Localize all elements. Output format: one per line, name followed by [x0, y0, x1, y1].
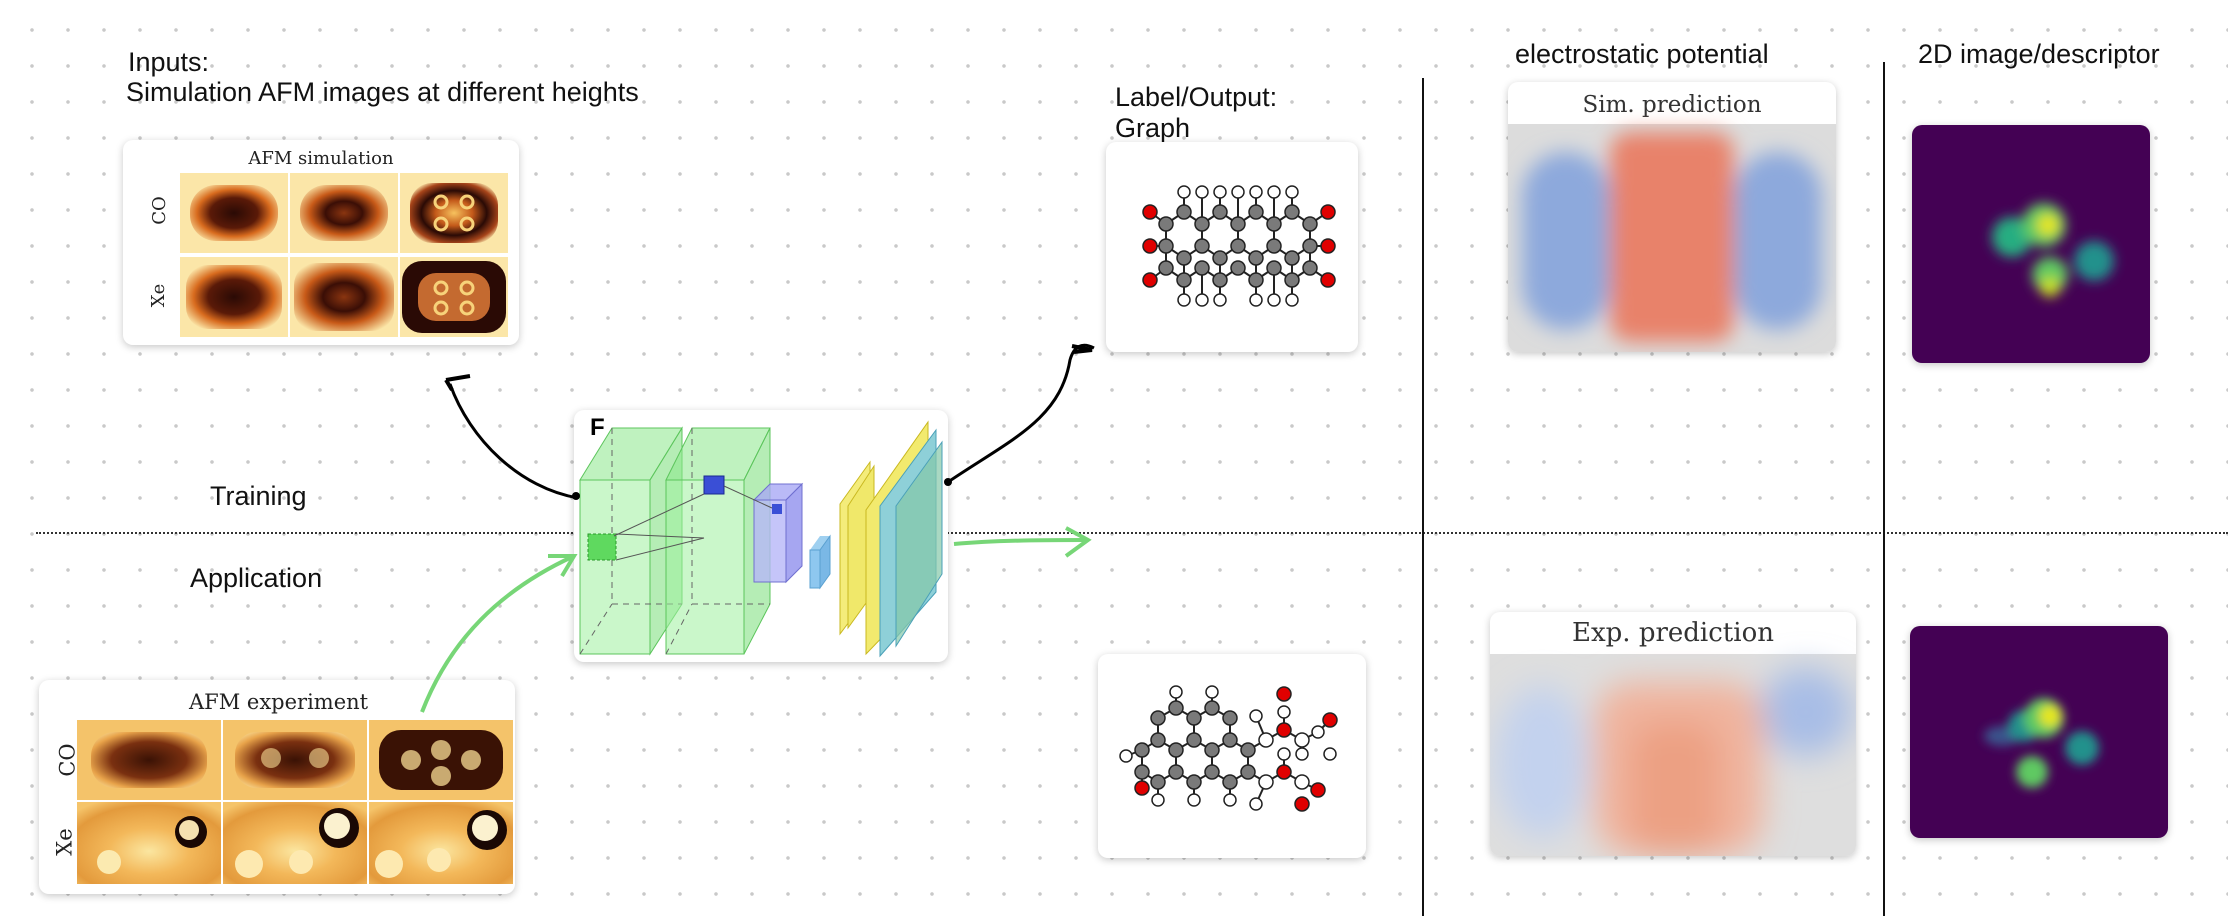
afm-experiment-images: [77, 720, 513, 884]
conv-block-2: [665, 427, 771, 655]
training-application-divider: [36, 532, 2228, 534]
afm-simulation-images: [180, 173, 508, 337]
network-diagram: [579, 420, 943, 658]
green-arrow-network-to-output: [953, 538, 1087, 546]
descriptor-label: 2D image/descriptor: [1918, 39, 2160, 69]
sim-prediction-card: Sim. prediction: [1508, 82, 1836, 352]
arrow-to-output: [947, 343, 1095, 484]
afm-simulation-title: AFM simulation: [248, 148, 394, 169]
descriptor-blobs-sim: [1992, 203, 2114, 297]
afm-experiment-card: AFM experiment CO Xe: [39, 680, 515, 894]
output-graph-card-exp: [1098, 654, 1366, 858]
descriptor-blobs-exp: [1984, 698, 2099, 788]
descriptor-image-sim: [1912, 125, 2150, 363]
molecule-graph-sim: [1142, 185, 1336, 307]
arrow-to-inputs-head: [444, 374, 471, 392]
electrostatic-label: electrostatic potential: [1515, 39, 1769, 69]
sim-potential-map: [1508, 124, 1836, 352]
output-label: Label/Output:: [1115, 82, 1278, 112]
inputs-label: Inputs:: [128, 47, 210, 77]
exp-prediction-title: Exp. prediction: [1572, 618, 1774, 648]
application-label: Application: [190, 563, 323, 593]
output-graph-label: Graph: [1115, 113, 1191, 143]
descriptor-image-exp: [1910, 626, 2168, 838]
sim-prediction-title: Sim. prediction: [1582, 92, 1762, 118]
vertical-divider-1: [1422, 78, 1424, 916]
exp-potential-map: [1490, 654, 1856, 856]
arrow-to-output-head: [1071, 344, 1093, 354]
network-letter: F: [590, 414, 605, 441]
exp-prediction-card: Exp. prediction: [1490, 612, 1856, 856]
afm-simulation-card: AFM simulation CO Xe: [123, 140, 519, 345]
conv-block-3: [723, 482, 804, 584]
inputs-description: Simulation AFM images at different heigh…: [126, 77, 639, 107]
afm-experiment-title: AFM experiment: [189, 690, 369, 714]
training-label: Training: [210, 481, 307, 511]
green-arrowhead-1: [548, 554, 578, 578]
neural-network-card: F: [574, 410, 948, 662]
vertical-divider-2: [1883, 62, 1885, 916]
output-graph-card-sim: [1106, 142, 1358, 352]
molecule-graph-exp: [1119, 685, 1338, 812]
arrow-to-inputs: [448, 383, 579, 500]
